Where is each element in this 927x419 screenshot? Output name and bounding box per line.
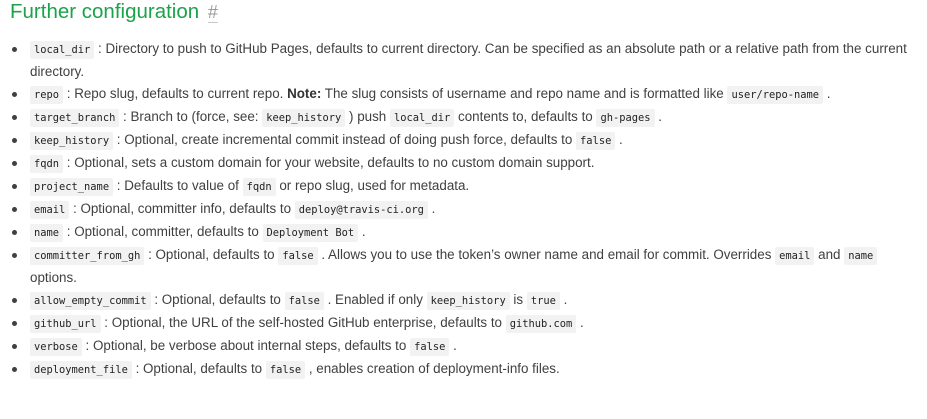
option-item-keep-history: keep_history : Optional, create incremen… [10, 129, 917, 152]
option-key: email [30, 201, 70, 219]
option-description-text: contents to, defaults to [454, 109, 597, 124]
option-item-local-dir: local_dir : Directory to push to GitHub … [10, 38, 917, 83]
option-description-text: . Enabled if only [323, 292, 427, 307]
option-description-text: ) push [345, 109, 390, 124]
inline-code: keep_history [426, 292, 510, 310]
bullet-icon [12, 298, 17, 303]
heading-anchor-link[interactable]: # [207, 2, 218, 23]
option-key: fqdn [30, 155, 64, 173]
option-key: local_dir [30, 41, 95, 59]
option-description-text: and [814, 247, 845, 262]
option-key: verbose [30, 338, 82, 356]
option-item-repo: repo : Repo slug, defaults to current re… [10, 83, 917, 106]
option-description-text: , enables creation of deployment-info fi… [305, 361, 560, 376]
option-item-allow-empty-commit: allow_empty_commit : Optional, defaults … [10, 289, 917, 312]
inline-code: name [844, 247, 878, 265]
option-key: keep_history [30, 132, 114, 150]
bullet-icon [12, 367, 17, 372]
option-key: deployment_file [30, 361, 132, 379]
inline-code: false [576, 132, 616, 150]
option-description-text: . [427, 201, 436, 216]
option-key: project_name [30, 178, 114, 196]
option-description-text: . [654, 109, 662, 124]
option-description-text: The slug consists of username and repo n… [321, 86, 728, 101]
inline-code: keep_history [262, 109, 346, 127]
options-list: local_dir : Directory to push to GitHub … [10, 38, 917, 381]
option-description-text: is [509, 292, 527, 307]
option-description-text: : Repo slug, defaults to current repo. [63, 86, 288, 101]
option-description-text: : Optional, committer info, defaults to [69, 201, 295, 216]
section-heading: Further configuration # [10, 0, 917, 26]
inline-code: true [526, 292, 560, 310]
inline-code: email [775, 247, 815, 265]
option-key: target_branch [30, 109, 120, 127]
bullet-icon [12, 115, 17, 120]
inline-code: false [265, 361, 306, 379]
bullet-icon [12, 47, 17, 52]
inline-code: false [278, 247, 318, 265]
option-key: repo [30, 86, 64, 104]
inline-code: false [410, 338, 450, 356]
inline-code: github.com [505, 315, 577, 333]
bullet-icon [12, 321, 17, 326]
bullet-icon [12, 230, 17, 235]
option-key: github_url [30, 315, 101, 333]
option-item-email: email : Optional, committer info, defaul… [10, 198, 917, 221]
option-description-text: : Optional, sets a custom domain for you… [63, 155, 595, 170]
inline-code: fqdn [242, 178, 276, 196]
option-description-text: : Optional, defaults to [150, 292, 285, 307]
option-description-text: options. [30, 270, 77, 285]
option-item-verbose: verbose : Optional, be verbose about int… [10, 335, 917, 358]
bullet-icon [12, 207, 17, 212]
bullet-icon [12, 138, 17, 143]
bold-note: Note: [287, 86, 322, 101]
option-description-text: : Optional, defaults to [144, 247, 279, 262]
inline-code: gh-pages [596, 109, 655, 127]
inline-code: deploy@travis-ci.org [294, 201, 428, 219]
option-item-fqdn: fqdn : Optional, sets a custom domain fo… [10, 152, 917, 175]
option-description-text: . [449, 338, 457, 353]
option-description-text: : Directory to push to GitHub Pages, def… [30, 41, 907, 79]
option-description-text: . [358, 224, 366, 239]
option-description-text: . Allows you to use the token’s owner na… [317, 247, 776, 262]
bullet-icon [12, 161, 17, 166]
option-description-text: . [576, 315, 584, 330]
option-key: committer_from_gh [30, 247, 145, 265]
bullet-icon [12, 92, 17, 97]
option-item-name: name : Optional, committer, defaults to … [10, 221, 917, 244]
document-section: Further configuration # local_dir : Dire… [10, 0, 917, 381]
bullet-icon [12, 253, 17, 258]
option-description-text: : Branch to (force, see: [119, 109, 263, 124]
option-description-text: or repo slug, used for metadata. [275, 178, 470, 193]
option-item-deployment-file: deployment_file : Optional, defaults to … [10, 358, 917, 381]
bullet-icon [12, 184, 17, 189]
option-key: name [30, 224, 64, 242]
option-item-target-branch: target_branch : Branch to (force, see: k… [10, 106, 917, 129]
option-description-text: . [615, 132, 623, 147]
option-description-text: . [559, 292, 568, 307]
option-item-project-name: project_name : Defaults to value of fqdn… [10, 175, 917, 198]
option-key: allow_empty_commit [30, 292, 151, 310]
option-description-text: : Optional, create incremental commit in… [113, 132, 577, 147]
option-description-text: . [823, 86, 831, 101]
option-description-text: : Optional, be verbose about internal st… [81, 338, 411, 353]
inline-code: false [284, 292, 324, 310]
bullet-icon [12, 344, 17, 349]
option-description-text: : Defaults to value of [113, 178, 243, 193]
option-item-committer-from-gh: committer_from_gh : Optional, defaults t… [10, 244, 917, 289]
option-description-text: : Optional, the URL of the self-hosted G… [100, 315, 506, 330]
option-description-text: : Optional, defaults to [131, 361, 266, 376]
inline-code: Deployment Bot [262, 224, 359, 242]
option-item-github-url: github_url : Optional, the URL of the se… [10, 312, 917, 335]
inline-code: user/repo-name [727, 86, 824, 104]
section-heading-text: Further configuration [10, 0, 200, 23]
option-description-text: : Optional, committer, defaults to [63, 224, 263, 239]
inline-code: local_dir [389, 109, 455, 127]
